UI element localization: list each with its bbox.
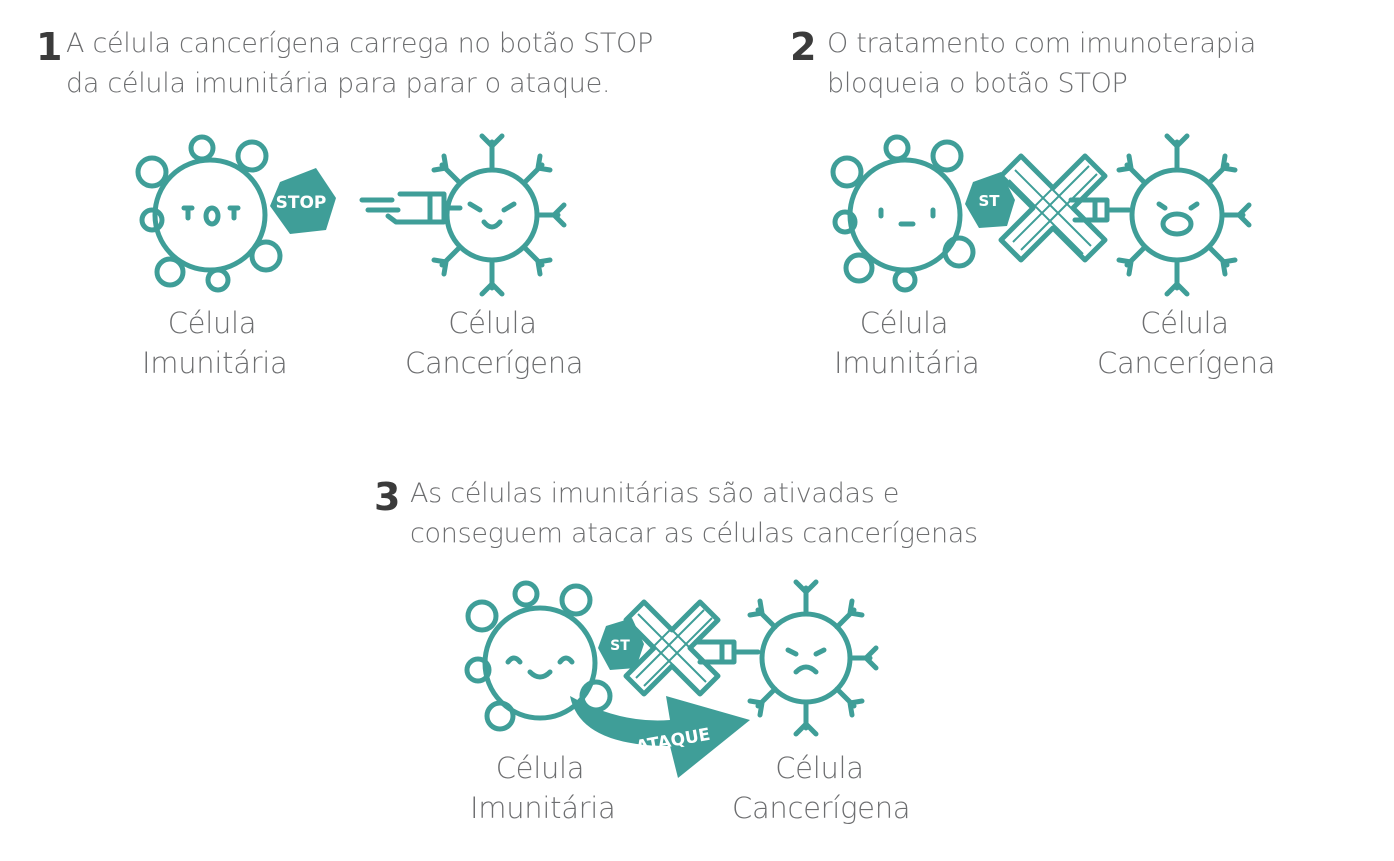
step-1-number: 1 xyxy=(36,25,62,69)
step-3-immune-label-line1: Célula xyxy=(495,751,585,785)
step-2-number: 2 xyxy=(790,25,816,69)
step-1-cancer-label-line1: Célula xyxy=(448,306,537,340)
pointing-hand-icon xyxy=(1068,197,1132,223)
step-2-cancer-label-line1: Célula xyxy=(1140,306,1229,340)
step-3-immune-label-line2: Imunitária xyxy=(470,791,616,825)
immune-cell-icon xyxy=(830,134,976,293)
stop-button-badge: STOP xyxy=(270,168,336,234)
step-1-caption-line2: da célula imunitária para parar o ataque… xyxy=(66,68,611,99)
cancer-cell-icon xyxy=(1116,133,1252,297)
step-1-caption-line1: A célula cancerígena carrega no botão ST… xyxy=(66,28,653,59)
immune-cell-icon xyxy=(135,134,283,293)
step-1-immune-label-line1: Célula xyxy=(167,306,257,340)
step-3-illustration: ST ATAQUE xyxy=(464,579,879,778)
stop-badge-text: ST xyxy=(610,638,630,654)
stop-badge-text: STOP xyxy=(276,193,327,213)
immunotherapy-blocker-icon xyxy=(998,153,1108,263)
pointing-hand-icon xyxy=(693,639,761,665)
attack-arrow-icon: ATAQUE xyxy=(570,696,750,778)
step-3-cancer-label-line2: Cancerígena xyxy=(732,791,911,825)
step-2-caption-line2: bloqueia o botão STOP xyxy=(827,68,1128,99)
step-1-illustration: STOP xyxy=(135,133,567,297)
step-3-number: 3 xyxy=(374,475,400,519)
stop-button-badge: ST xyxy=(965,172,1015,228)
cancer-cell-icon xyxy=(431,133,567,297)
cancer-cell-icon xyxy=(747,579,879,737)
stop-badge-text: ST xyxy=(978,192,1000,210)
step-1-cancer-label-line2: Cancerígena xyxy=(405,346,584,380)
step-3-caption-line1: As células imunitárias são ativadas e xyxy=(410,478,900,509)
step-1-immune-label-line2: Imunitária xyxy=(142,346,288,380)
step-2-caption-line1: O tratamento com imunoterapia xyxy=(827,28,1257,59)
step-2-immune-label-line1: Célula xyxy=(859,306,949,340)
stop-button-badge: ST xyxy=(598,618,644,670)
step-3-cancer-label-line1: Célula xyxy=(775,751,864,785)
step-2-immune-label-line2: Imunitária xyxy=(834,346,980,380)
step-2-illustration: ST xyxy=(830,133,1252,297)
step-3-caption-line2: conseguem atacar as células cancerígenas xyxy=(410,518,978,549)
step-2-cancer-label-line2: Cancerígena xyxy=(1097,346,1276,380)
immunotherapy-blocker-icon xyxy=(623,599,721,697)
immune-cell-icon xyxy=(464,580,613,732)
